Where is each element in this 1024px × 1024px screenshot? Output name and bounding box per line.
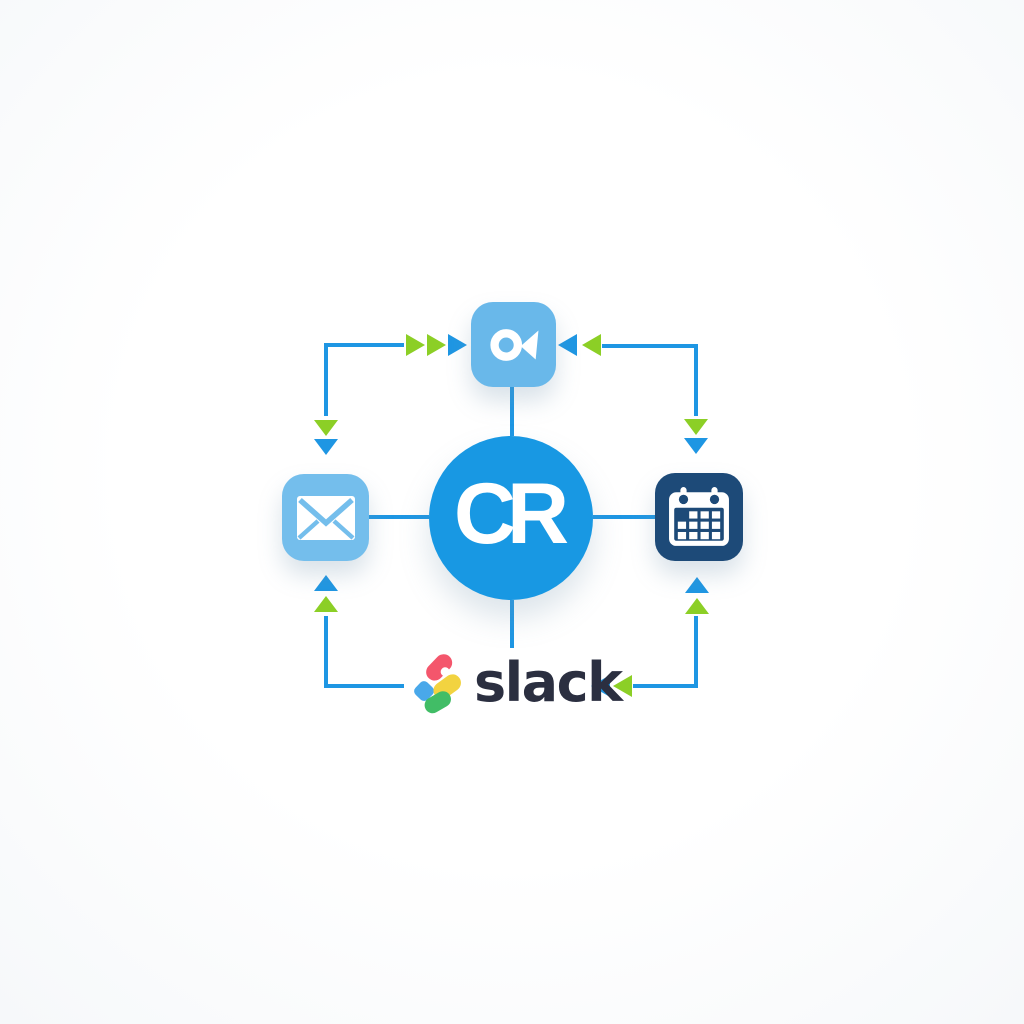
flow-arrow-right-blue bbox=[448, 334, 467, 356]
flow-arrow-up-blue bbox=[685, 577, 709, 593]
flow-arrow-down-blue bbox=[684, 438, 708, 454]
connector-line-bottom-right-v bbox=[694, 616, 698, 688]
flow-arrow-up-green bbox=[685, 598, 709, 614]
calendar-app-node bbox=[655, 473, 743, 561]
connector-line-top-right-v bbox=[694, 344, 698, 416]
connector-line-top-left-h bbox=[324, 343, 404, 347]
spoke-line-left bbox=[369, 515, 429, 519]
connector-line-bottom-right-h bbox=[633, 684, 698, 688]
flow-arrow-down-green bbox=[684, 419, 708, 435]
spoke-line-right bbox=[593, 515, 655, 519]
flow-arrow-left-green bbox=[613, 675, 632, 697]
connector-line-top-right-h bbox=[602, 344, 698, 348]
flow-arrow-down-blue bbox=[314, 439, 338, 455]
connector-line-bottom-left-v bbox=[324, 616, 328, 688]
video-camera-icon bbox=[488, 325, 540, 365]
flow-arrow-up-green bbox=[314, 596, 338, 612]
flow-arrow-up-blue bbox=[314, 575, 338, 591]
crm-logo-text: CR bbox=[453, 465, 569, 562]
connector-line-bottom-left-h bbox=[324, 684, 404, 688]
video-call-app-node bbox=[471, 302, 556, 387]
slack-wordmark: slack bbox=[474, 651, 623, 714]
spoke-line-top bbox=[510, 387, 514, 436]
envelope-icon bbox=[296, 495, 355, 540]
email-app-node bbox=[282, 474, 369, 561]
flow-arrow-left-blue bbox=[558, 334, 577, 356]
slack-app-node: slack bbox=[411, 650, 623, 717]
connector-line-top-left-v bbox=[324, 343, 328, 416]
flow-arrow-right-green bbox=[427, 334, 446, 356]
flow-arrow-down-green bbox=[314, 420, 338, 436]
spoke-line-bottom bbox=[510, 600, 514, 648]
flow-arrow-left-blue bbox=[591, 675, 610, 697]
slack-logo-icon bbox=[411, 650, 467, 717]
flow-arrow-left-green bbox=[582, 334, 601, 356]
crm-hub-node: CR bbox=[429, 436, 593, 600]
flow-arrow-right-green bbox=[406, 334, 425, 356]
calendar-icon bbox=[668, 487, 730, 547]
